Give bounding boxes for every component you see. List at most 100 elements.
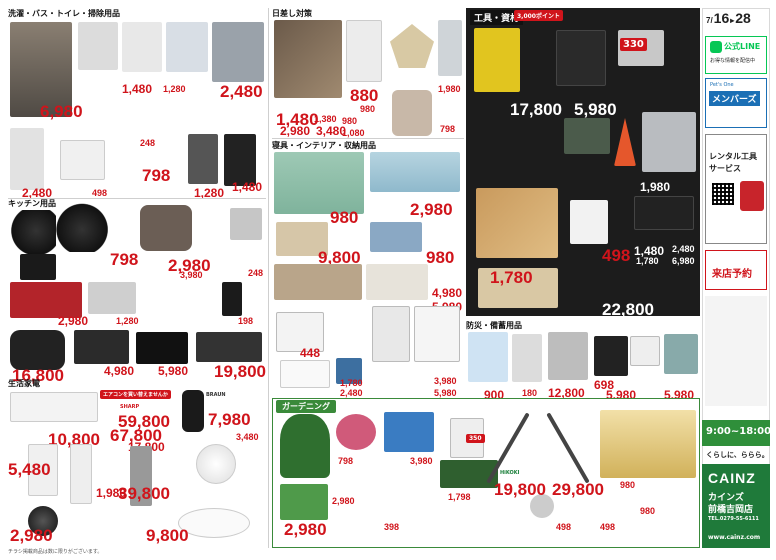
price-pressure-washer: 17,800 [510, 100, 562, 119]
reserve-banner[interactable]: 来店予約 [705, 250, 767, 290]
security-camera-image [630, 336, 660, 366]
line-label: 公式LINE [724, 42, 761, 51]
thermos-image [222, 282, 242, 316]
price-trash-can: 1,280 [194, 186, 225, 200]
price-aircon: 59,800 [118, 412, 170, 431]
ceiling-light-image [196, 444, 236, 484]
rental-title: レンタル工具 [709, 152, 757, 161]
price-pan-set: 2,980 [168, 256, 211, 275]
price-cool-mat: 2,980 [410, 200, 453, 219]
flower-image [336, 414, 376, 450]
price-utensil: 248 [248, 268, 264, 278]
price-badge-garden: 350 [466, 434, 485, 443]
price-trimmer-2: 29,800 [552, 480, 604, 499]
lumber-image [476, 188, 558, 258]
clear-box-image [280, 360, 330, 388]
grill-pan-image [140, 205, 192, 251]
shade-net-image [438, 20, 462, 76]
price-appliance: 3,480 [236, 432, 259, 442]
price-tool-4: 1,780 [636, 256, 659, 266]
mattress-pad-image [274, 152, 364, 214]
date-end: 28 [735, 10, 751, 26]
price-badge-red: 330 [620, 38, 647, 51]
price-flower: 798 [338, 456, 354, 466]
hours-band: 9:00~18:00 [702, 420, 771, 446]
section-title-tools: 工具・資材 [470, 10, 524, 25]
section-title-kitchen: キッチン用品 [8, 199, 56, 208]
price-thermos: 198 [238, 316, 254, 326]
storage-shed-image [642, 112, 696, 172]
divider [272, 138, 464, 139]
planter-image [440, 460, 498, 488]
circulator-image [28, 506, 58, 536]
pressure-washer-image [474, 28, 520, 92]
price-tshirt: 498 [602, 246, 631, 265]
storage-box-image [276, 312, 324, 352]
price-shade-4: 3,480 [316, 124, 347, 138]
microwave-image [74, 330, 129, 364]
woman-hat-image [392, 90, 432, 136]
price-pan-set-2: 3,980 [180, 270, 203, 280]
lawn-image [280, 484, 328, 520]
blade-image [530, 494, 554, 518]
price-hat-2: 1,080 [342, 128, 365, 138]
price-solar-light: 698 [594, 378, 615, 392]
aircon-note-badge: エアコンを買い替えませんか [100, 390, 171, 399]
store-name: カインズ [708, 493, 744, 503]
price-hanger: 1,480 [122, 82, 153, 96]
price-garden-3: 498 [600, 522, 616, 532]
garden-products-image [600, 410, 696, 478]
store-url[interactable]: www.cainz.com [708, 534, 761, 541]
shelf-rack-image [372, 306, 410, 362]
price-shade: 1,480 [276, 110, 319, 129]
price-shelf-rack: 3,980 [434, 376, 457, 386]
pillow-pad-image [370, 222, 422, 252]
price-shade-2: 1,380 [314, 114, 337, 124]
price-shed: 22,800 [602, 300, 654, 319]
clothes-rack-image [10, 22, 72, 117]
price-aircon-2: 67,800 [110, 426, 162, 445]
point-badge: 3,000ポイント [514, 10, 563, 21]
line-banner[interactable]: 公式LINE お得な情報を配信中 [705, 36, 767, 74]
line-sub: お得な情報を配信中 [710, 58, 756, 64]
trash-can-image [188, 134, 218, 184]
price-mop: 2,480 [22, 186, 53, 200]
price-pot-set: 2,980 [58, 314, 89, 328]
price-tool-3: 6,980 [672, 256, 695, 266]
egg-pan-image [20, 254, 56, 280]
price-blue-box-2: 2,480 [340, 388, 363, 398]
section-title-laundry: 洗濯・バス・トイレ・掃除用品 [8, 9, 120, 18]
drill-image [740, 181, 764, 211]
blue-box-image [336, 358, 362, 384]
price-arm-cover: 798 [440, 124, 456, 134]
price-shelf-rack-2: 5,980 [434, 388, 457, 398]
date-tilde: ▸ [730, 16, 735, 25]
braun-brand: BRAUN [206, 392, 226, 398]
rental-banner[interactable]: レンタル工具 サービス [705, 134, 767, 244]
line-icon [710, 41, 722, 53]
price-garden-2: 398 [384, 522, 400, 532]
pot-set-image [10, 282, 82, 318]
price-folding-mattress: 9,800 [318, 248, 361, 267]
trash-can-2-image [224, 134, 256, 186]
divider [268, 8, 269, 548]
generator-image [548, 332, 588, 380]
hanger-rack-image [78, 22, 118, 70]
sharp-brand: SHARP [120, 404, 140, 410]
price-tool-2: 2,480 [672, 244, 695, 254]
price-toilet-brush: 798 [142, 166, 171, 185]
price-rice-cooker: 16,800 [12, 366, 64, 385]
price-pan: 798 [110, 250, 139, 269]
price-radio: 180 [522, 388, 538, 398]
price-fan: 5,480 [8, 460, 51, 479]
tool-box-image [564, 118, 610, 154]
store-tel: TEL.0279-55-6111 [708, 516, 759, 522]
fan-image [28, 444, 58, 496]
curtain-image [346, 20, 382, 82]
date-month: 7/ [706, 16, 713, 25]
price-trash-can-2: 1,480 [232, 180, 263, 194]
tshirt-image [570, 200, 608, 244]
price-garden-4: 980 [620, 480, 636, 490]
members-banner[interactable]: Pet's One メンバーズ [705, 78, 767, 128]
aircon-image [10, 392, 98, 422]
